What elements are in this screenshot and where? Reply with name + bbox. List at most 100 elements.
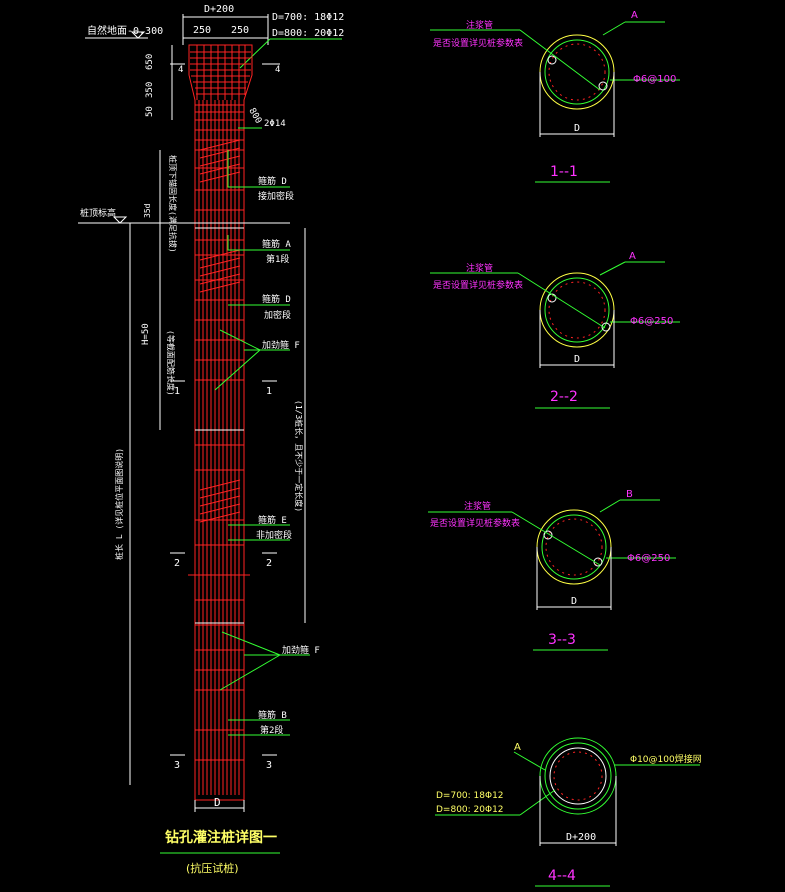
- grout-pipe-label: 注浆管: [466, 19, 493, 31]
- cut-1-left: 1: [174, 386, 180, 397]
- length-ratio-note: (1/3桩长，且不少于一定长度): [294, 400, 304, 512]
- grout-pipe-icon: [598, 81, 608, 91]
- label-stirrup-b: 箍筋 B: [258, 709, 287, 721]
- spec-label-1: D=700: 18Φ12: [436, 791, 504, 801]
- equal-section-note: (等截面配筋长度): [166, 330, 176, 396]
- inner-ring: [549, 747, 607, 805]
- section-leader: [599, 499, 621, 513]
- section-leader: [517, 272, 606, 329]
- section-leader: [602, 21, 626, 36]
- rebar-ring: [553, 751, 603, 801]
- dim-h50: H=50: [141, 323, 151, 345]
- section-outline: [536, 509, 612, 585]
- hoop-label: A: [629, 251, 636, 262]
- section-spiral: [541, 514, 607, 580]
- drawing-title: 钻孔灌注桩详图一: [165, 829, 277, 846]
- rebar-ring: [548, 43, 606, 101]
- mesh-label: Φ10@100焊接网: [630, 753, 702, 765]
- width-250-b: 250: [231, 25, 249, 36]
- cut-2-left: 2: [174, 558, 180, 569]
- cut-2-right: 2: [266, 558, 272, 569]
- grout-pipe-icon: [547, 293, 557, 303]
- label-stirrup-d2-sub: 加密段: [264, 309, 291, 321]
- section-leader: [513, 751, 546, 771]
- head-rebar-grid: [190, 45, 251, 100]
- spec-label-2: D=800: 20Φ12: [436, 805, 504, 815]
- hoop-label: A: [514, 742, 521, 753]
- ground-level-icon: [130, 31, 146, 39]
- section-outline: [539, 737, 617, 815]
- section-spiral: [544, 39, 610, 105]
- pile-length-note: 桩长 L (详见桩位平面图说明): [114, 448, 124, 560]
- pile-outline: [188, 44, 253, 801]
- pile-tip-d: D: [214, 796, 221, 809]
- grout-pipe-note: 是否设置详见桩参数表: [433, 279, 523, 291]
- hoop-label: B: [626, 489, 633, 500]
- ground-level-label: 自然地面-0.300: [87, 24, 163, 37]
- dim-350: 350: [145, 82, 155, 98]
- longitudinal-rebars: [198, 100, 240, 795]
- grout-pipe-note: 是否设置详见桩参数表: [433, 37, 523, 49]
- section-name: 3--3: [548, 632, 576, 648]
- spiral-label: Φ6@100: [633, 74, 676, 85]
- cut-3-left: 3: [174, 760, 180, 771]
- section-3-3: 注浆管 是否设置详见桩参数表 B Φ6@250 D 3--3: [428, 489, 676, 651]
- rebar-ring: [548, 281, 606, 339]
- label-stirrup-d1: 箍筋 D: [258, 175, 287, 187]
- section-name: 4--4: [548, 868, 576, 884]
- width-250-a: 250: [193, 25, 211, 36]
- spiral-label: Φ6@250: [627, 553, 670, 564]
- section-spiral: [544, 277, 610, 343]
- grout-pipe-label: 注浆管: [466, 262, 493, 274]
- rebar-ring: [545, 518, 603, 576]
- section-leader: [511, 511, 601, 566]
- dim-d200: D+200: [566, 832, 596, 843]
- label-hoop-f1: 加劲箍 F: [262, 339, 300, 351]
- dim-50: 50: [145, 106, 155, 117]
- label-stirrup-e-sub: 非加密段: [256, 529, 292, 541]
- mesh-ring: [544, 742, 612, 810]
- anchor-length-note: 桩顶下锚固长度(满足抗拔): [168, 155, 178, 253]
- pile-top-label: 桩顶标高: [80, 207, 116, 219]
- section-leader: [519, 29, 601, 91]
- pile-top-level-icon: [112, 216, 128, 224]
- dim-d: D: [574, 354, 580, 365]
- section-leader: [519, 789, 556, 816]
- section-2-2: 注浆管 是否设置详见桩参数表 A Φ6@250 D 2--2: [430, 251, 680, 409]
- top-spec-1: D=700: 18Φ12: [272, 12, 344, 23]
- cut-3-right: 3: [266, 760, 272, 771]
- section-4-4: A D=700: 18Φ12 D=800: 20Φ12 Φ10@100焊接网 D…: [435, 737, 702, 887]
- label-stirrup-b-sub: 第2段: [260, 724, 283, 736]
- grout-pipe-icon: [601, 322, 611, 332]
- grout-pipe-icon: [547, 55, 557, 65]
- label-stirrup-a-sub: 第1段: [266, 253, 289, 265]
- spiral-label: Φ6@250: [630, 316, 673, 327]
- top-width-label: D+200: [204, 4, 234, 15]
- section-name: 1--1: [550, 164, 578, 180]
- section-name: 2--2: [550, 389, 578, 405]
- grout-pipe-label: 注浆管: [464, 500, 491, 512]
- section-4-mark-a: 4: [178, 65, 183, 75]
- grout-pipe-icon: [593, 557, 603, 567]
- top-spec-2: D=800: 20Φ12: [272, 28, 344, 39]
- section-outline: [539, 34, 615, 110]
- grout-pipe-note: 是否设置详见桩参数表: [430, 517, 520, 529]
- label-stirrup-d2: 箍筋 D: [262, 293, 291, 305]
- section-4-mark-b: 4: [275, 65, 280, 75]
- label-hoop-f2: 加劲箍 F: [282, 644, 320, 656]
- label-stirrup-e: 箍筋 E: [258, 514, 287, 526]
- splice-bars: [199, 139, 241, 523]
- hoop-label: A: [631, 10, 638, 21]
- stirrups: [195, 104, 244, 761]
- dim-35d: 35d: [143, 203, 152, 218]
- grout-pipe-icon: [543, 530, 553, 540]
- leader-lines: [214, 150, 310, 736]
- bar-2phi14: 2Φ14: [264, 119, 286, 129]
- dim-800: 800: [246, 107, 263, 126]
- cut-1-right: 1: [266, 386, 272, 397]
- drawing-subtitle: (抗压试桩): [186, 861, 239, 875]
- section-leader: [599, 261, 626, 276]
- dim-d: D: [574, 123, 580, 134]
- label-stirrup-a: 箍筋 A: [262, 238, 291, 250]
